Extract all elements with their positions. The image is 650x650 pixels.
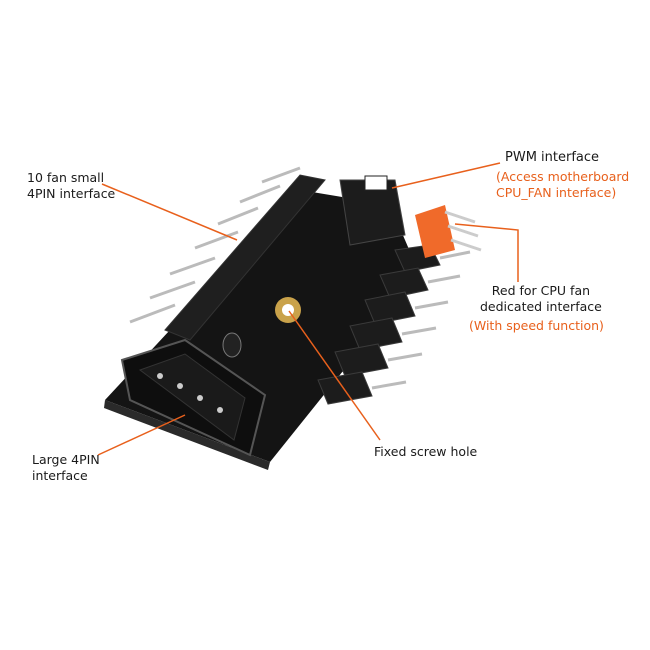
label-line: (Access motherboard — [496, 169, 630, 184]
left-header-pins — [129, 166, 301, 324]
label-line: Red for CPU fan — [491, 283, 591, 298]
label-line: Large 4PIN — [32, 452, 100, 467]
leader-lines — [97, 162, 519, 456]
label-pwm-note: (Access motherboard CPU_FAN interface) — [496, 169, 629, 201]
label-screw-hole: Fixed screw hole — [374, 444, 477, 460]
label-pwm-interface: PWM interface — [505, 150, 599, 166]
label-title: Fixed screw hole — [374, 444, 478, 459]
cpu-fan-connector — [415, 205, 455, 258]
label-large-4pin: Large 4PIN interface — [32, 452, 100, 484]
label-line: interface — [32, 468, 88, 483]
label-cpu-fan-note: (With speed function) — [469, 318, 604, 334]
label-line: 10 fan small — [27, 170, 105, 185]
label-line: (With speed function) — [469, 318, 604, 333]
label-line: CPU_FAN interface) — [496, 185, 617, 200]
label-line: 4PIN interface — [27, 186, 116, 201]
label-line: dedicated interface — [480, 299, 602, 314]
label-title: PWM interface — [505, 150, 600, 165]
small-fan-headers-left — [164, 174, 326, 341]
label-cpu-fan-interface: Red for CPU fan dedicated interface — [480, 283, 602, 315]
label-small-fan-interface: 10 fan small 4PIN interface — [27, 170, 115, 202]
